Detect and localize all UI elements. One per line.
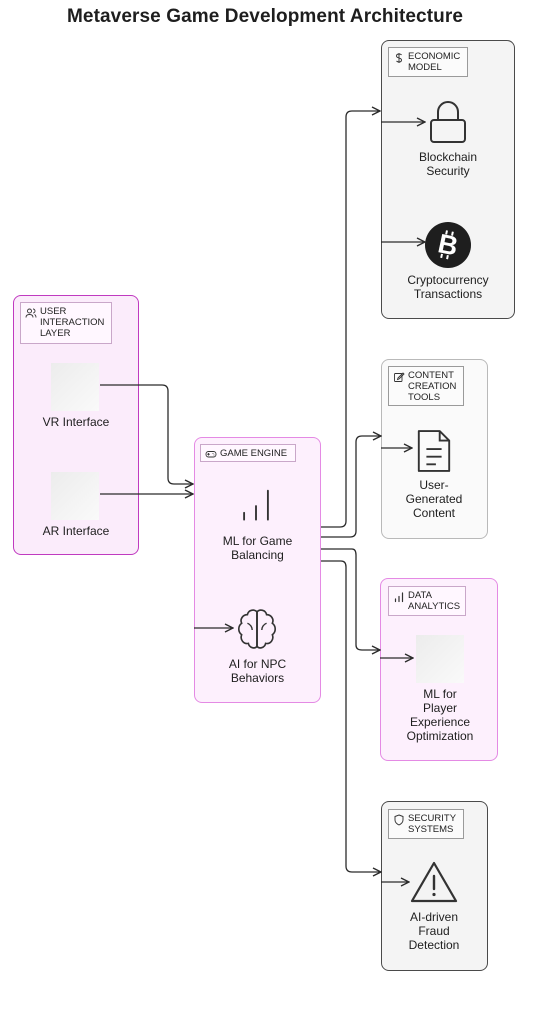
group-label-text: SECURITY SYSTEMS [408,813,457,835]
edit-icon [394,372,405,382]
ml-player-experience-image [416,635,464,683]
edge-ml-balancing-to-ml-player [321,548,380,650]
group-label-game-engine: GAME ENGINE [200,444,296,462]
node-user-generated-content[interactable]: User- Generated Content [405,478,463,520]
group-label-data-analytics: DATA ANALYTICS [388,586,466,616]
group-label-economic-model: ECONOMIC MODEL [388,47,468,77]
group-label-text: DATA ANALYTICS [408,590,461,612]
group-economic-model[interactable] [381,40,515,319]
node-vr-interface[interactable]: VR Interface [42,415,110,429]
group-label-content-creation: CONTENT CREATION TOOLS [388,366,464,406]
node-cryptocurrency-transactions[interactable]: Cryptocurrency Transactions [407,273,489,301]
bar-chart-icon [394,592,404,603]
node-blockchain-security[interactable]: Blockchain Security [418,150,478,178]
node-ai-fraud-detection[interactable]: AI-driven Fraud Detection [408,910,460,952]
ar-interface-image [51,472,99,520]
edge-ml-balancing-to-fraud [321,560,381,872]
diagram-title: Metaverse Game Development Architecture [66,6,464,27]
users-icon [25,308,37,318]
group-label-security-systems: SECURITY SYSTEMS [388,809,464,839]
warning-icon [410,861,458,903]
document-icon [417,430,451,472]
group-label-text: ECONOMIC MODEL [408,51,461,73]
group-label-user-interaction: USER INTERACTION LAYER [20,302,112,344]
bar-chart-icon [243,489,269,521]
brain-icon [237,609,277,649]
shield-icon [394,814,404,826]
lock-icon [430,101,466,143]
node-ml-game-balancing[interactable]: ML for Game Balancing [222,534,293,562]
group-label-text: GAME ENGINE [220,448,288,459]
group-game-engine[interactable] [194,437,321,703]
node-ai-npc-behaviors[interactable]: AI for NPC Behaviors [228,657,287,685]
dollar-icon [396,53,402,63]
edge-ml-balancing-to-blockchain [321,111,380,528]
edge-ml-balancing-to-ugc [321,436,381,538]
bitcoin-icon: B [425,222,471,268]
node-ml-player-experience[interactable]: ML for Player Experience Optimization [406,687,474,743]
node-ar-interface[interactable]: AR Interface [42,524,110,538]
group-label-text: USER INTERACTION LAYER [40,306,105,339]
gamepad-icon [205,451,217,458]
vr-interface-image [51,363,99,411]
group-label-text: CONTENT CREATION TOOLS [408,370,457,403]
